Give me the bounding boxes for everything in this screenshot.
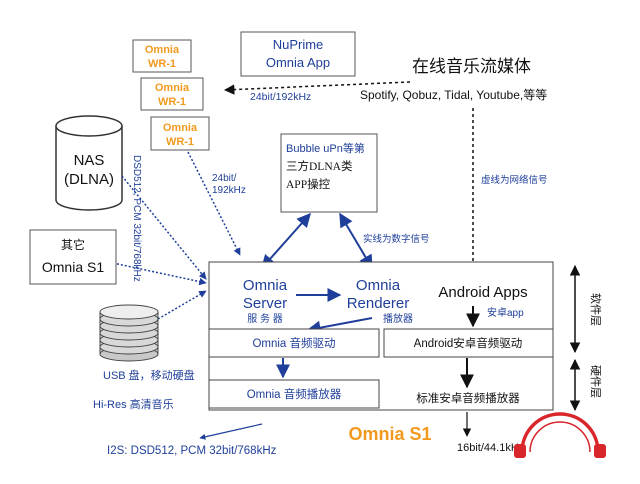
label-24bit-top: 24bit/192kHz: [250, 91, 311, 103]
nas-cylinder: NAS (DLNA): [55, 115, 123, 211]
i2s-output-arrow: [199, 423, 263, 440]
wr1-box-3: Omnia WR-1: [150, 116, 210, 151]
i2s-label: I2S: DSD512, PCM 32bit/768kHz: [107, 445, 277, 457]
renderer-to-driver-arrow: [306, 317, 373, 335]
nas-line1: NAS: [74, 152, 105, 169]
software-layer-label: 软件层: [589, 293, 603, 326]
usb-disk-stack-icon: [99, 304, 159, 362]
other-to-server-arrow: [112, 262, 207, 286]
other-device-box: 其它 Omnia S1: [29, 229, 117, 285]
omnia-player-box: [208, 379, 380, 409]
label-24bit-left-2: 192kHz: [212, 185, 246, 196]
bubble-upnp-box: Bubble uPn等第 三方DLNA类 APP操控: [280, 133, 378, 213]
usb-to-server-arrow: [157, 290, 207, 320]
wr1-box-2-line2: WR-1: [158, 96, 186, 108]
bubble-renderer-arrow: [339, 212, 373, 270]
wr1-box-1: Omnia WR-1: [132, 39, 192, 73]
network-arrow-to-wr1: [223, 81, 411, 95]
renderer-line2: Renderer: [347, 295, 410, 312]
streaming-title: 在线音乐流媒体: [412, 57, 531, 76]
solid-note: 实线为数字信号: [363, 233, 430, 245]
android-driver-box: [383, 328, 554, 358]
nas-line2: (DLNA): [64, 171, 114, 188]
omnia-driver-label: Omnia 音频驱动: [252, 336, 335, 350]
label-24bit-left-1: 24bit/: [212, 173, 237, 184]
streaming-services: Spotify, Qobuz, Tidal, Youtube,等等: [360, 88, 547, 102]
dsd-vertical-label: DSD512, PCM 32bit/768kHz: [131, 155, 142, 282]
other-line1: 其它: [61, 237, 85, 252]
wr1-box-2-line1: Omnia: [155, 82, 190, 94]
wr1-box-2: Omnia WR-1: [140, 77, 204, 111]
server-sub: 服 务 器: [247, 312, 283, 325]
usb-line1: USB 盘，移动硬盘: [103, 368, 195, 382]
product-name: Omnia S1: [348, 424, 431, 444]
android-driver-label: Android安卓音频驱动: [414, 336, 523, 350]
other-line2: Omnia S1: [42, 259, 104, 275]
wr1-box-3-line1: Omnia: [163, 122, 198, 134]
wr1-to-server-arrow: [187, 151, 241, 256]
dashed-note: 虚线为网络信号: [481, 174, 548, 186]
nuprime-app-line2: Omnia App: [266, 55, 330, 70]
omnia-driver-box: [208, 328, 380, 358]
bubble-line2: 三方DLNA类: [286, 159, 353, 173]
usb-line2: Hi-Res 高清音乐: [93, 397, 174, 411]
bubble-server-arrow: [261, 212, 311, 270]
renderer-line1: Omnia: [356, 277, 401, 294]
wr1-box-1-line1: Omnia: [145, 44, 180, 56]
output-label: 16bit/44.1kHz: [457, 442, 524, 454]
headphone-icon: [514, 412, 606, 458]
nuprime-app-line1: NuPrime: [273, 37, 324, 52]
bubble-line1: Bubble uPn等第: [286, 141, 365, 155]
bubble-line3: APP操控: [286, 177, 331, 191]
renderer-sub: 播放器: [383, 312, 413, 325]
server-line2: Server: [243, 295, 287, 312]
android-apps-title: Android Apps: [438, 284, 527, 301]
wr1-box-1-line2: WR-1: [148, 58, 176, 70]
android-player-label: 标准安卓音频播放器: [416, 391, 520, 405]
hardware-layer-label: 硬件层: [589, 365, 602, 398]
android-apps-sub: 安卓app: [487, 306, 524, 319]
nuprime-app-box: NuPrime Omnia App: [240, 31, 356, 77]
server-line1: Omnia: [243, 277, 288, 294]
wr1-box-3-line2: WR-1: [166, 136, 194, 148]
omnia-player-label: Omnia 音频播放器: [247, 387, 342, 401]
